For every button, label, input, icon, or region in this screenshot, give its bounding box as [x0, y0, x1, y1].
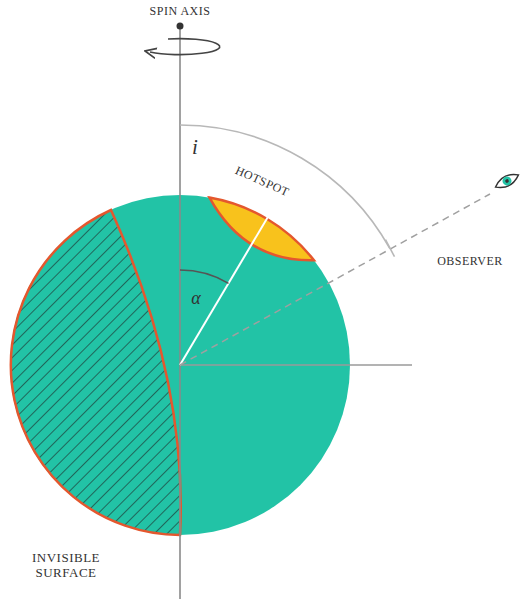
- rotation-arrow: [150, 39, 220, 55]
- invisible-region: [11, 210, 181, 535]
- hotspot-direction: [180, 205, 275, 365]
- eye-icon: [493, 170, 521, 191]
- hotspot-label: HOTSPOT: [233, 164, 291, 200]
- spin-axis-line: [179, 27, 181, 599]
- region-label: INVISIBLE SURFACE: [16, 551, 116, 581]
- alpha-arc: [180, 270, 229, 283]
- horizontal-line: [180, 364, 412, 366]
- inclination-arc: [180, 125, 390, 249]
- inclination-symbol: i: [192, 135, 198, 159]
- observer-label: OBSERVER: [437, 255, 503, 269]
- angle-symbol: α: [191, 288, 200, 309]
- axis-dot: [177, 23, 184, 30]
- line-of-sight: [180, 194, 490, 365]
- axis-label: SPIN AXIS: [150, 5, 211, 19]
- arc-tick: [386, 240, 395, 257]
